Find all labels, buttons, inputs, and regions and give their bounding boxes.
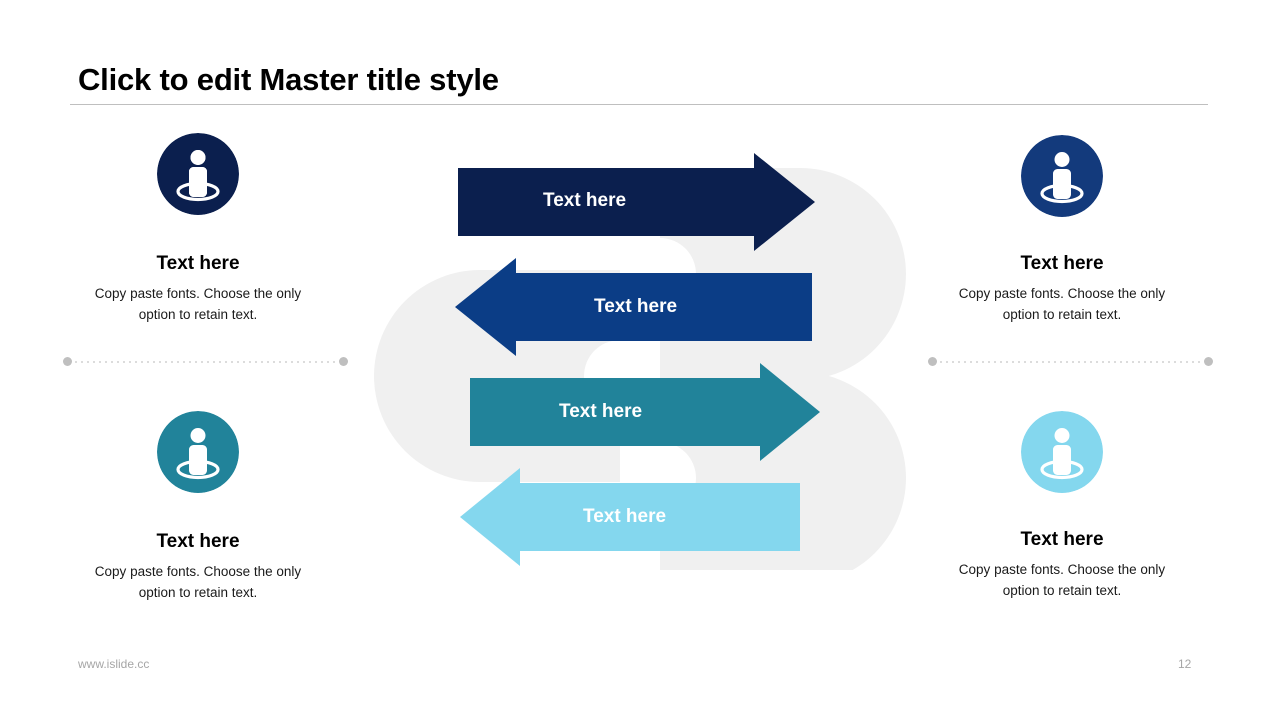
divider-dotted-line — [75, 360, 336, 363]
person-location-icon[interactable] — [157, 411, 239, 493]
footer-page-number: 12 — [1178, 657, 1192, 671]
info-block-body: Copy paste fonts. Choose the only option… — [94, 564, 302, 600]
page-title[interactable]: Click to edit Master title style — [78, 62, 499, 97]
arrow-2-label[interactable]: Text here — [594, 296, 678, 317]
person-location-icon[interactable] — [1021, 411, 1103, 493]
arrow-3-shape — [470, 363, 820, 461]
info-block-top-right: Text here Copy paste fonts. Choose the o… — [912, 135, 1212, 326]
info-block-bottom-right: Text here Copy paste fonts. Choose the o… — [912, 411, 1212, 602]
title-underline-rule — [70, 104, 1208, 105]
arrow-4-shape — [460, 468, 800, 566]
divider-dot-start — [928, 357, 937, 366]
arrow-3-label[interactable]: Text here — [559, 401, 643, 422]
info-block-bottom-left: Text here Copy paste fonts. Choose the o… — [48, 411, 348, 604]
arrow-4-label[interactable]: Text here — [583, 506, 667, 527]
divider-dot-start — [63, 357, 72, 366]
info-block-body: Copy paste fonts. Choose the only option… — [958, 562, 1166, 598]
info-block-body: Copy paste fonts. Choose the only option… — [94, 286, 302, 322]
divider-right — [928, 357, 1213, 366]
arrow-1-label[interactable]: Text here — [543, 190, 627, 211]
person-location-icon[interactable] — [157, 133, 239, 215]
info-block-top-left: Text here Copy paste fonts. Choose the o… — [48, 133, 348, 326]
person-location-icon[interactable] — [1021, 135, 1103, 217]
info-block-heading: Text here — [156, 253, 240, 274]
info-block-heading: Text here — [156, 531, 240, 552]
footer-url[interactable]: www.islide.cc — [78, 657, 150, 671]
process-arrows-diagram — [360, 150, 920, 570]
arrow-1-shape — [458, 153, 815, 251]
divider-left — [63, 357, 348, 366]
divider-dot-end — [339, 357, 348, 366]
info-block-heading: Text here — [1020, 529, 1104, 550]
info-block-body: Copy paste fonts. Choose the only option… — [958, 286, 1166, 322]
divider-dot-end — [1204, 357, 1213, 366]
info-block-heading: Text here — [1020, 253, 1104, 274]
arrow-2-shape — [455, 258, 812, 356]
divider-dotted-line — [940, 360, 1201, 363]
